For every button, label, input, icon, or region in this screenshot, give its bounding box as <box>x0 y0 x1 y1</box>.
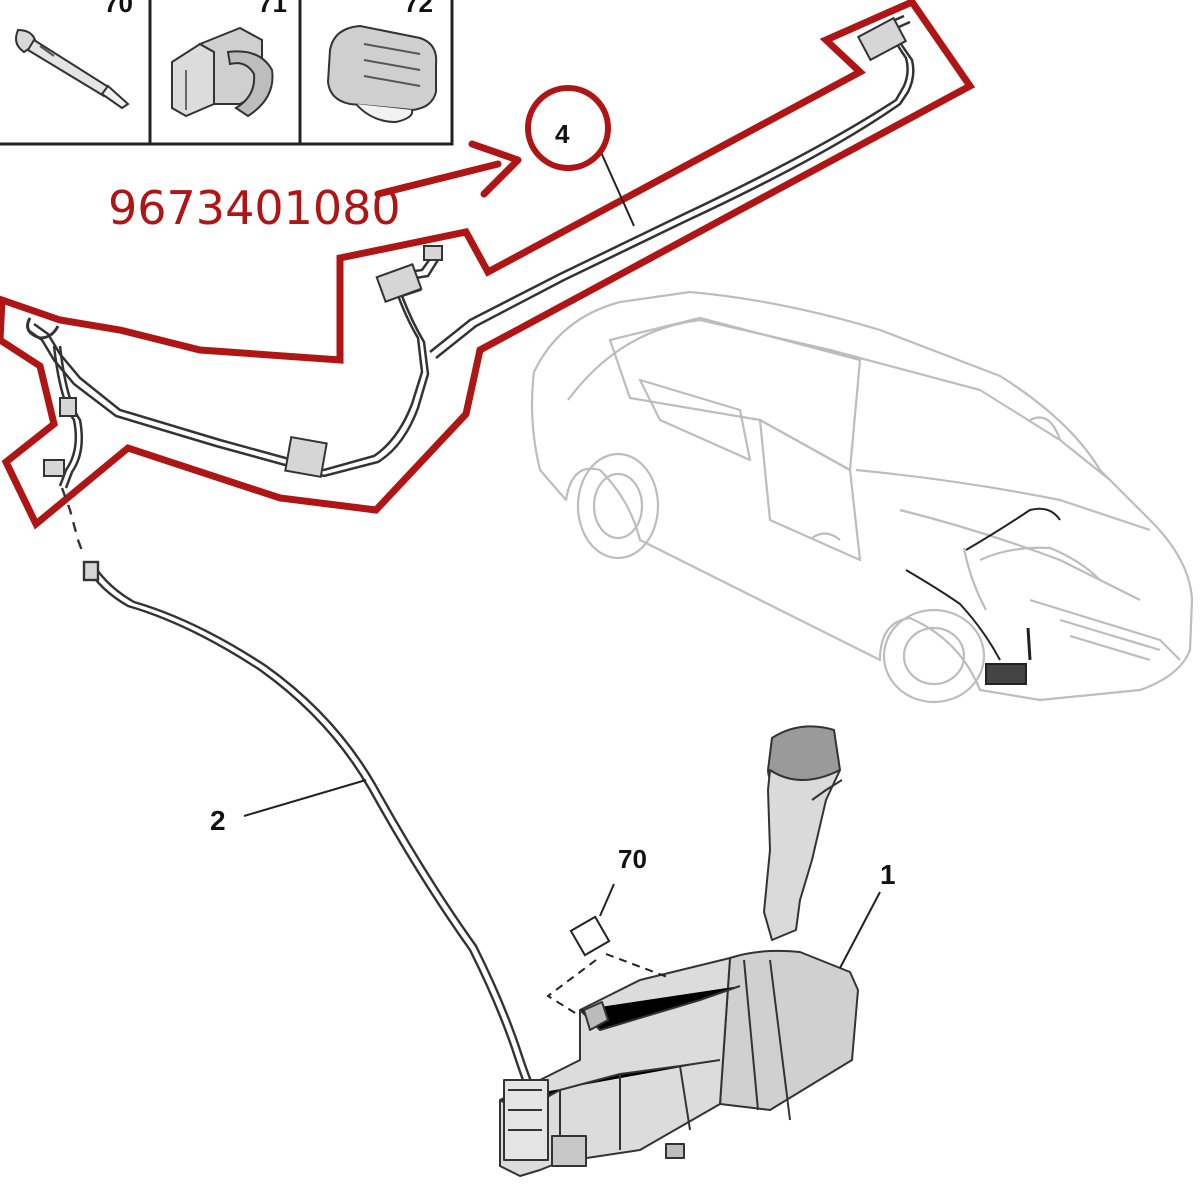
highlight-circle <box>525 85 611 171</box>
pipe-connectors <box>43 16 908 479</box>
header-label-72: 72 <box>404 0 433 18</box>
rivet-icon <box>15 28 130 110</box>
highlight-outline <box>0 0 976 530</box>
callout-label-4: 4 <box>555 119 570 149</box>
callout-label-70: 70 <box>618 844 647 874</box>
car-illustration <box>530 290 1194 704</box>
callout-label-1: 1 <box>880 859 896 890</box>
callout-label-2: 2 <box>210 805 226 836</box>
highlight-arrow <box>374 140 522 198</box>
header-label-71: 71 <box>258 0 287 18</box>
hose-clip-icon <box>171 26 274 118</box>
washer-reservoir-1 <box>499 725 859 1177</box>
part-number-label: 9673401080 <box>108 181 401 235</box>
car-installed-parts <box>905 507 1061 685</box>
parts-header: 70 71 72 <box>0 0 454 146</box>
feed-pipe-2 <box>60 487 548 1121</box>
header-label-70: 70 <box>104 0 133 18</box>
leader-lines <box>243 149 881 1017</box>
push-clip-icon <box>326 24 438 124</box>
